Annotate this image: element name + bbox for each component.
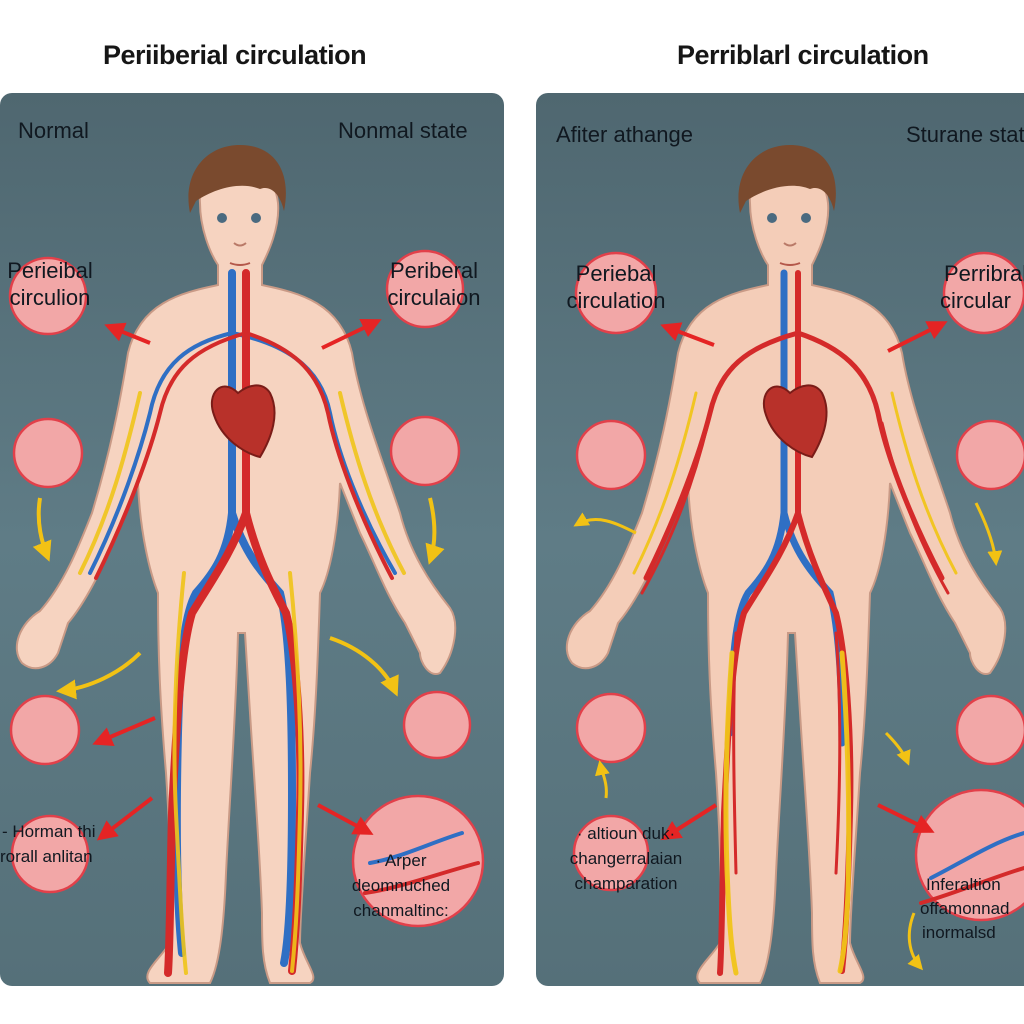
- tissue-circle: [575, 419, 647, 491]
- label-peripheral-right-2: circular: [940, 288, 1011, 313]
- tissue-circle: [385, 249, 465, 329]
- label-after-change: Afiter athange: [556, 122, 693, 147]
- label-bottom-right-1: Inferaltion: [926, 875, 1001, 894]
- label-bottom-right-3: inormalsd: [922, 923, 996, 942]
- tissue-circle: [8, 256, 88, 336]
- tissue-circles: [8, 249, 485, 928]
- tissue-circle: [575, 692, 647, 764]
- tissue-circle: [574, 251, 658, 335]
- label-peripheral-left-2: circulion: [9, 285, 91, 310]
- label-bottom-left-2: changerralaian: [569, 849, 683, 868]
- tissue-circle: [389, 415, 461, 487]
- tissue-circle: [12, 417, 84, 489]
- tissue-circle: [955, 419, 1024, 491]
- label-bottom-left-2: rorall anlitan: [0, 847, 93, 866]
- label-peripheral-left-1: Periebal: [575, 261, 657, 286]
- tissue-circle-zoom: [351, 794, 485, 928]
- label-sturane-state: Sturane state: [906, 122, 1024, 147]
- label-peripheral-right-2: circulaion: [387, 285, 481, 310]
- heart: [210, 384, 276, 459]
- label-peripheral-right-1: Periberal: [389, 258, 479, 283]
- label-peripheral-left-1: Perieibal: [7, 258, 93, 283]
- tissue-circle: [572, 814, 650, 892]
- label-normal: Normal: [18, 118, 89, 143]
- tissue-circle: [402, 690, 472, 760]
- hair: [188, 145, 286, 213]
- tissue-circle: [10, 814, 90, 894]
- hair: [738, 145, 836, 213]
- label-bottom-left-1: - Horman thi: [2, 822, 96, 841]
- left-panel: Normal Nonmal state Perieibal circulion …: [0, 93, 504, 986]
- tissue-circle: [942, 251, 1024, 335]
- label-bottom-right-1: · Arper: [375, 851, 427, 870]
- arrows: [32, 318, 445, 841]
- label-bottom-right-2: deomnuched: [351, 876, 451, 895]
- tissue-circle: [955, 694, 1024, 766]
- tissue-circle: [9, 694, 81, 766]
- arrows: [573, 321, 1003, 971]
- tissue-circles: [572, 251, 1024, 922]
- label-peripheral-right-1: Perribral: [944, 261, 1024, 286]
- label-bottom-left-1: · altioun duk·: [576, 824, 676, 843]
- label-peripheral-left-2: circulation: [566, 288, 666, 313]
- label-bottom-right-3: chanmaltinc:: [353, 901, 449, 920]
- face: [767, 213, 811, 266]
- human-body: [15, 162, 457, 984]
- capillary-detail: [919, 831, 1024, 905]
- capillary-detail: [363, 831, 480, 895]
- nerves: [632, 391, 958, 976]
- label-bottom-right-2: offamonnad: [920, 899, 1010, 918]
- heart: [762, 384, 828, 459]
- label-normal-state: Nonmal state: [338, 118, 468, 143]
- nerves: [78, 391, 406, 975]
- left-diagram-title: Periiberial circulation: [103, 40, 367, 70]
- right-panel: Afiter athange Sturane state Periebal ci…: [536, 93, 1024, 986]
- right-figure: [565, 145, 1024, 984]
- right-diagram-title: Perriblarl circulation: [677, 40, 929, 70]
- face: [217, 213, 261, 266]
- left-figure: [8, 145, 485, 984]
- human-body: [565, 162, 1007, 984]
- label-bottom-left-3: champaration: [574, 874, 678, 893]
